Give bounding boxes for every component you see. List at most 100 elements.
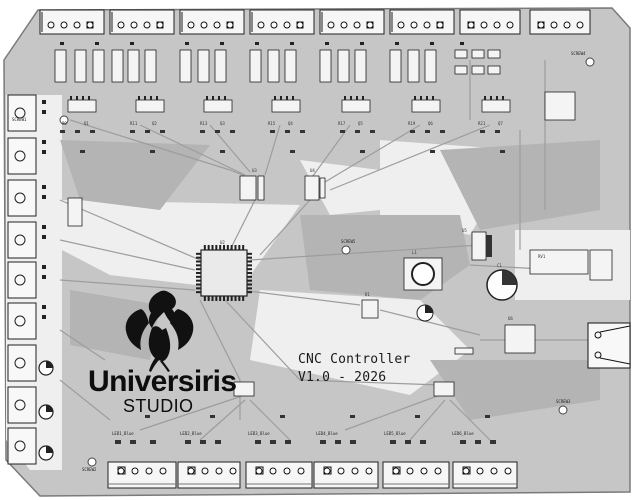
mcu-pin [215, 296, 218, 301]
left-pin-header [42, 100, 46, 319]
mcu-pin [242, 245, 245, 250]
svg-text:RV1: RV1 [538, 254, 546, 259]
label-led1: LED1_Blue [112, 431, 134, 436]
svg-text:R19: R19 [408, 121, 416, 126]
mcu-pin [226, 245, 229, 250]
mcu-pin [247, 291, 252, 294]
brand-name: Universiris [88, 365, 237, 398]
copper-pours [60, 140, 600, 420]
svg-text:Q7: Q7 [498, 121, 503, 126]
iris-logo-graphic [125, 290, 194, 372]
svg-text:R17: R17 [338, 121, 346, 126]
mcu-pin [230, 296, 233, 301]
svg-text:U4: U4 [310, 168, 315, 173]
svg-text:Q1: Q1 [84, 121, 89, 126]
svg-text:C1: C1 [497, 263, 502, 268]
mcu-pin [196, 264, 201, 267]
silkscreen-markings: R9 R11 R13 R15 R17 R19 R21 Q1 Q2 Q3 Q4 Q5 Q6 Q7 U2… [62, 121, 546, 321]
left-ic [67, 197, 83, 227]
svg-text:U5: U5 [462, 228, 467, 233]
mcu-pin [211, 245, 214, 250]
right-components [403, 49, 613, 354]
resistor-pads [60, 130, 505, 153]
top-terminal-blocks [39, 9, 591, 35]
mcu-pin [247, 260, 252, 263]
label-screw2: SCREW2 [82, 467, 97, 472]
label-led5: LED5_Blue [384, 431, 406, 436]
mcu-pin [247, 268, 252, 271]
mcu-pin [211, 296, 214, 301]
svg-text:L1: L1 [412, 250, 417, 255]
mcu-pin [196, 268, 201, 271]
svg-text:R11: R11 [130, 121, 138, 126]
mcu-pin [196, 279, 201, 282]
mcu-pin [203, 296, 206, 301]
mcu-pin [196, 256, 201, 259]
mcu-pin [230, 245, 233, 250]
mcu-pin [247, 275, 252, 278]
svg-text:U3: U3 [252, 168, 257, 173]
label-led3: LED3_Blue [248, 431, 270, 436]
bottom-terminal-blocks [107, 461, 518, 489]
mcu-pin [196, 272, 201, 274]
label-screw4: SCREW4 [571, 51, 586, 56]
svg-text:R13: R13 [200, 121, 208, 126]
svg-text:Q2: Q2 [152, 121, 157, 126]
mcu-pin [196, 283, 201, 286]
label-led6: LED6_Blue [452, 431, 474, 436]
mcu-pin [196, 291, 201, 294]
mcu-pin [234, 245, 237, 250]
mcu-pin [238, 245, 241, 250]
mcu-pin [196, 252, 201, 255]
label-screw1: SCREW1 [12, 117, 27, 122]
svg-text:U6: U6 [508, 316, 513, 321]
bottom-small-parts [115, 415, 496, 444]
traces [59, 60, 630, 441]
mcu-pin [226, 296, 229, 301]
svg-text:Q3: Q3 [220, 121, 225, 126]
board-title-line2: V1.0 - 2026 [298, 370, 387, 385]
mcu-pin [247, 287, 252, 290]
driver-ic-row [67, 99, 511, 113]
mcu-pin [247, 252, 252, 255]
mcu-pin [207, 296, 210, 301]
mcu-pin [247, 264, 252, 267]
svg-text:Q4: Q4 [288, 121, 293, 126]
svg-text:D1: D1 [365, 292, 370, 297]
mcu-pin [219, 296, 222, 301]
mcu-pin [215, 245, 218, 250]
regulator [471, 231, 487, 261]
mounting-holes [59, 57, 595, 467]
inductor [411, 262, 435, 286]
svg-text:U2: U2 [220, 240, 225, 245]
svg-text:Q6: Q6 [428, 121, 433, 126]
center-ics [233, 175, 474, 397]
label-screw5: SCREW5 [341, 239, 356, 244]
mcu-pin [242, 296, 245, 301]
mcu-pin [196, 287, 201, 290]
microcontroller [196, 245, 252, 301]
mcu-pin [196, 260, 201, 263]
svg-text:R15: R15 [268, 121, 276, 126]
small-pads-row [60, 42, 464, 45]
board-title-line1: CNC Controller [298, 352, 411, 367]
mcu-pin [223, 245, 225, 250]
right-connector [587, 322, 631, 369]
svg-text:Q5: Q5 [358, 121, 363, 126]
mcu-pin [247, 256, 252, 259]
mcu-pin [203, 245, 206, 250]
mcu-pin [247, 283, 252, 286]
mcu-pin [238, 296, 241, 301]
relay-components [54, 49, 437, 83]
left-terminal-blocks [7, 94, 37, 465]
label-led4: LED4_Blue [316, 431, 338, 436]
mcu-pin [223, 296, 225, 301]
label-led2: LED2_Blue [180, 431, 202, 436]
svg-text:R9: R9 [62, 121, 67, 126]
mcu-pin [196, 275, 201, 278]
svg-text:R21: R21 [478, 121, 486, 126]
label-screw3: SCREW3 [556, 399, 571, 404]
mcu-pin [234, 296, 237, 301]
mcu-pin [247, 272, 252, 274]
